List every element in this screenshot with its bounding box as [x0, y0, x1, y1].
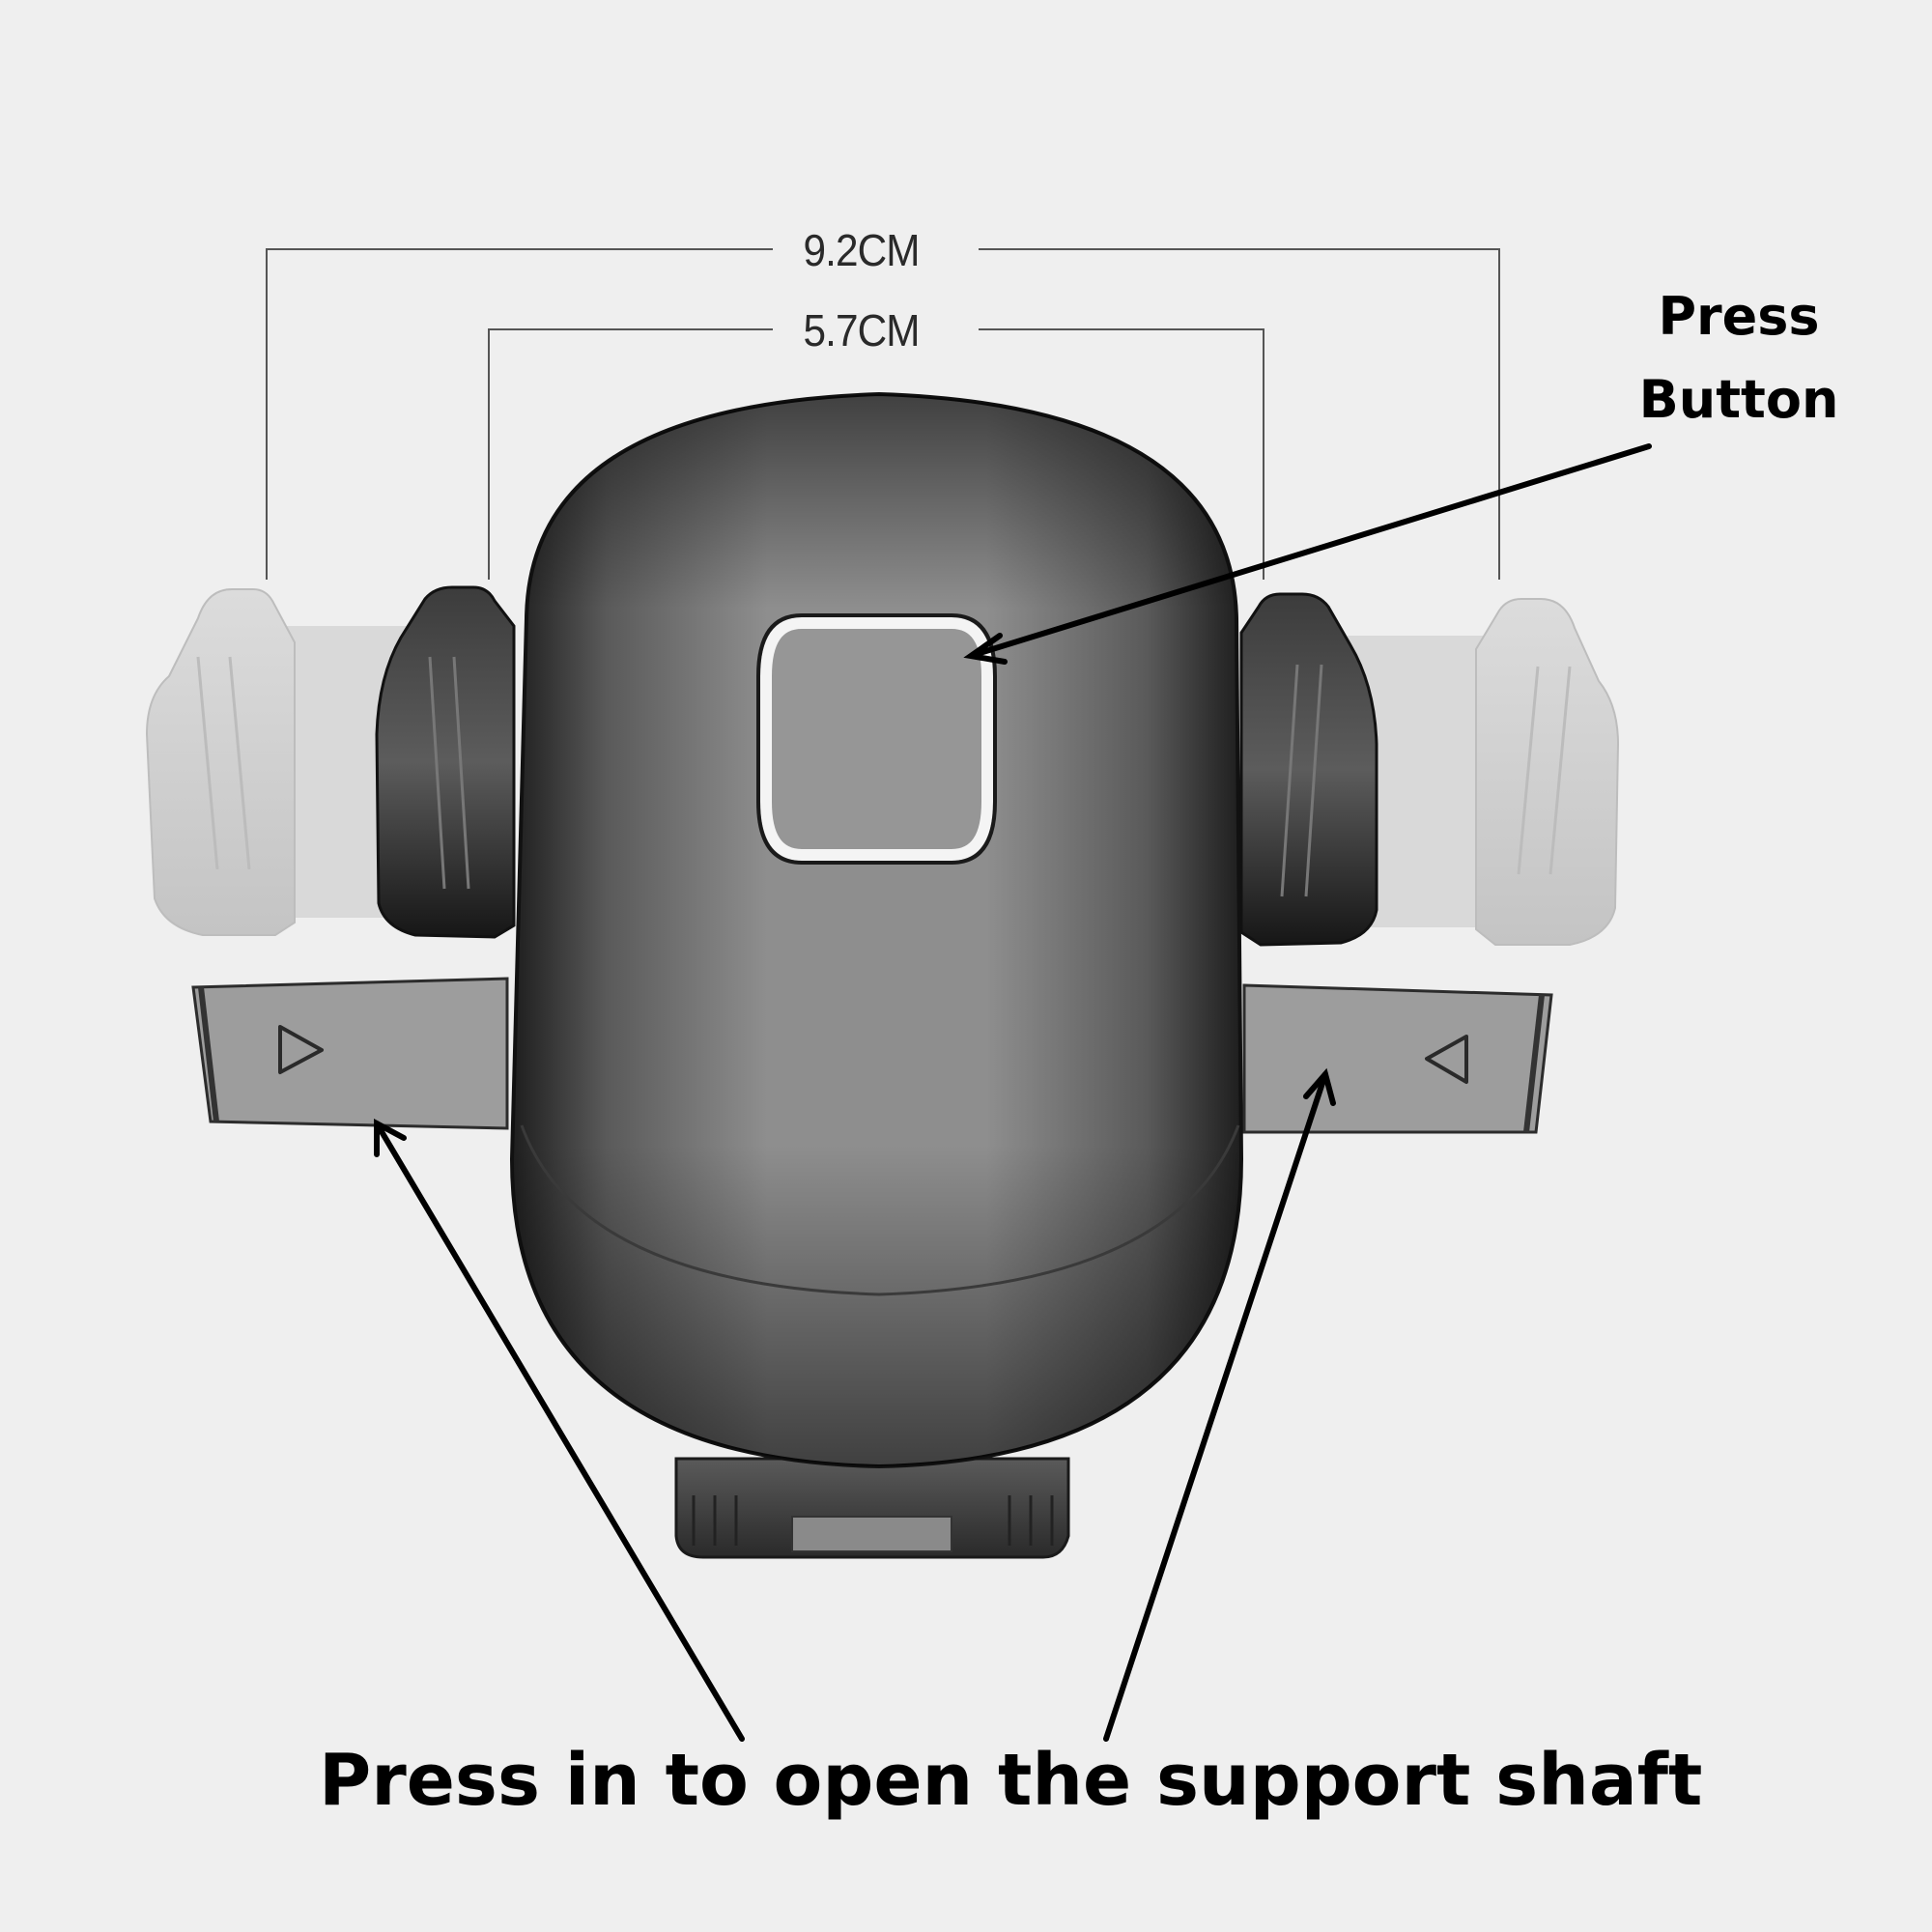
dimension-label-min: 5.7CM — [798, 304, 925, 356]
release-tab-left — [191, 977, 509, 1130]
arrow-right-tab — [1103, 1071, 1328, 1742]
triangle-left-icon — [1425, 1035, 1468, 1084]
triangle-right-icon — [278, 1025, 324, 1074]
dim-line-9-2cm — [266, 248, 773, 580]
callout-line-1: Press — [1658, 286, 1820, 347]
dimension-label-max: 9.2CM — [798, 224, 925, 276]
clamp-arm-right — [1239, 592, 1378, 947]
arrow-press-button — [971, 443, 1652, 658]
release-tab-right — [1242, 983, 1553, 1134]
annotation-arrows — [374, 443, 1652, 1742]
mount-foot — [674, 1457, 1070, 1559]
mount-body — [509, 391, 1244, 1469]
clamp-arm-left — [375, 585, 516, 939]
press-button-ring — [760, 617, 993, 861]
press-button-callout: Press Button — [1604, 275, 1874, 441]
arrow-left-tab — [374, 1121, 745, 1742]
support-shaft-caption: Press in to open the support shaft — [319, 1739, 1703, 1822]
ghost-clamp-right — [1348, 598, 1620, 946]
dimension-lines — [266, 248, 1500, 580]
dim-line-5-7cm — [488, 328, 773, 580]
callout-line-2: Button — [1638, 369, 1839, 430]
